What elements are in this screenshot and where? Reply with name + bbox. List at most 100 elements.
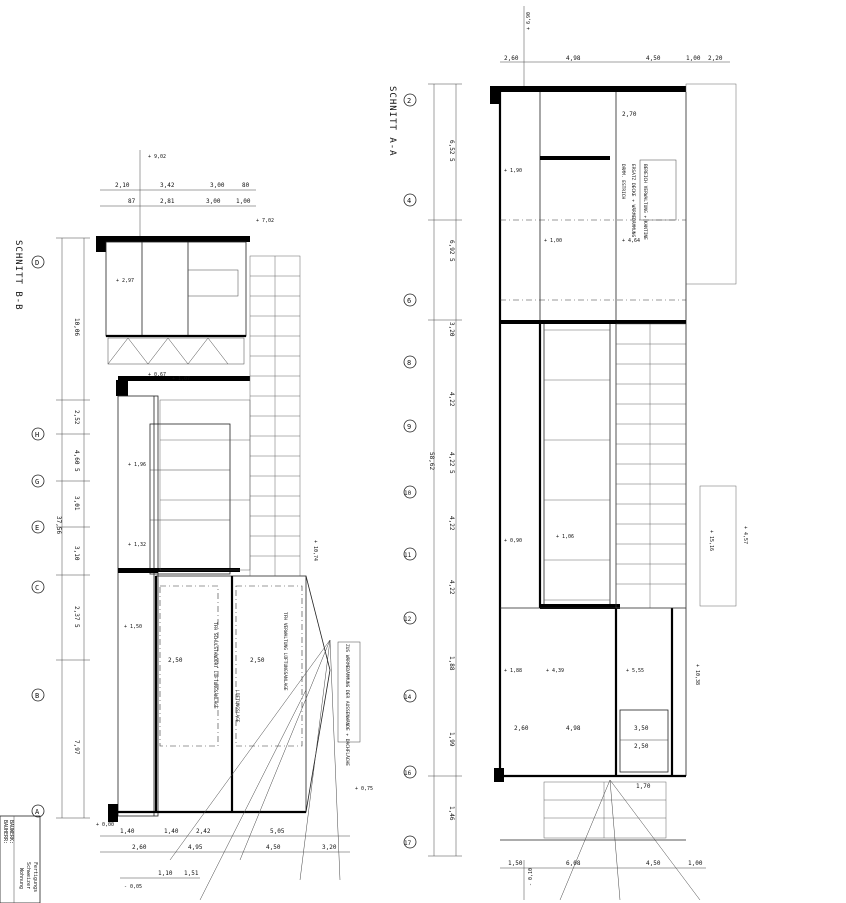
- axis-label: G: [35, 478, 39, 486]
- level-text: + 1,00: [544, 238, 562, 244]
- dimension-text: 2,50: [634, 743, 649, 750]
- axis-label: A: [35, 808, 40, 816]
- dimension-text: 3,20: [448, 322, 455, 337]
- dimension-text: 1,46: [448, 806, 455, 821]
- dimension-text: 1,99: [448, 732, 455, 747]
- dimension-text: 7,97: [73, 740, 80, 755]
- dimension-text: 4,22: [448, 580, 455, 595]
- dimension-text: 1,00: [686, 55, 701, 62]
- dimension-text: 3,00: [210, 182, 225, 189]
- building-section-b-b: + 0,67 + 1,07 + 2,97 + 1,96 + 1,32 2,50 …: [96, 236, 373, 901]
- dimension-text: 4,50: [646, 860, 661, 867]
- level-text: + 0,00: [96, 822, 114, 828]
- dimension-text: 1,40: [120, 828, 135, 835]
- dimension-text: 80: [242, 182, 250, 189]
- dimension-text: 2,42: [196, 828, 211, 835]
- section-a-a-title: SCHNITT A-A: [387, 86, 397, 157]
- dimension-text: 2,81: [160, 198, 175, 205]
- dimension-text: 1,88: [448, 656, 455, 671]
- level-text: + 9,02: [148, 154, 166, 160]
- axis-label: D: [35, 259, 39, 267]
- level-text: + 1,88: [504, 668, 522, 674]
- axis-label: 14: [404, 694, 412, 701]
- dimension-text: 2,70: [622, 111, 637, 118]
- annotation-note: ERSATZ DECKE + WÄRMEDÄMMUNG: [630, 164, 637, 237]
- dimension-text: 87: [128, 198, 136, 205]
- title-block-label: BAUWERK:: [8, 820, 14, 844]
- dimension-text: 2,50: [250, 657, 265, 664]
- dimension-text: 6,92 5: [448, 240, 455, 262]
- annotation-note: DÄMM. ESTRICH: [620, 164, 627, 200]
- level-text: - 0,05: [124, 884, 142, 890]
- section-b-b: SCHNITT B-B D H G E C B A 10,06 2,52 4,6…: [13, 150, 373, 901]
- facade-grid-a-a: [543, 83, 737, 839]
- bottom-dimensions-a-a: 1,50 6,08 4,50 1,00: [500, 860, 706, 869]
- dimension-text: 4,22 5: [448, 452, 455, 474]
- level-text: + 10,74: [312, 540, 318, 561]
- axis-label: 2: [407, 97, 411, 105]
- dimension-text: 58,62: [428, 452, 435, 470]
- title-block-value: Fertigungs: [32, 862, 38, 892]
- axis-markers-b-b: D H G E C B A: [31, 255, 45, 818]
- dimension-text: 2,20: [708, 55, 723, 62]
- dimension-text: 4,50: [266, 844, 281, 851]
- vertical-dimension-chain-a-a: 6,52 5 6,92 5 3,20 4,22 4,22 5 4,22 4,22…: [428, 83, 462, 857]
- axis-label: B: [35, 692, 39, 700]
- dimension-text: 10,06: [73, 318, 80, 336]
- level-text: + 0,67: [148, 372, 166, 378]
- dimension-text: 2,52: [73, 410, 80, 425]
- annotation-note: TFH SCHULSTANDORT LÜFTUNGSANLAGE: [212, 622, 219, 709]
- dimension-text: 1,00: [236, 198, 251, 205]
- section-b-b-title: SCHNITT B-B: [13, 240, 23, 311]
- annotation-note: ZUS WÄRMEDÄMMUNG DER AUSSENWÄNDE + DACHF…: [344, 644, 351, 766]
- level-text: + 4,57: [742, 526, 748, 544]
- dimension-text: 1,00: [688, 860, 703, 867]
- level-text: + 10,38: [694, 664, 700, 685]
- dimension-text: 4,22: [448, 516, 455, 531]
- axis-label: E: [35, 524, 39, 532]
- dimension-text: 2,10: [115, 182, 130, 189]
- dimension-text: 4,95: [188, 844, 203, 851]
- level-text: + 2,97: [116, 278, 134, 284]
- axis-markers-a-a: 2 4 6 8 9 10 11 12 14 16 17: [403, 93, 417, 849]
- section-a-a: SCHNITT A-A 2 4 6 8 9 10 11 12 14 16 17 …: [387, 6, 748, 901]
- level-text: + 0,75: [355, 786, 373, 792]
- axis-label: 8: [407, 359, 411, 367]
- dimension-text: 4,60 5: [73, 450, 80, 472]
- dimension-text: 3,20: [322, 844, 337, 851]
- annotation-note: BEREICH VERWALTUNG + KANTINE: [642, 164, 648, 240]
- annotation-note: TFH VERWALTUNG LÜFTUNGSANLAGE: [282, 612, 289, 691]
- level-text: + 1,96: [128, 462, 146, 468]
- level-text: + 1,90: [504, 168, 522, 174]
- dimension-text: 2,50: [168, 657, 183, 664]
- dimension-text: 1,70: [636, 783, 651, 790]
- level-text: - 0,10: [528, 868, 534, 886]
- axis-label: 9: [407, 423, 411, 431]
- axis-label: 11: [404, 552, 412, 559]
- level-text: + 4,64: [622, 238, 640, 244]
- dimension-text: 3,50: [634, 725, 649, 732]
- dimension-text: 2,37 5: [73, 606, 80, 628]
- title-block-value: Schweizer: [25, 862, 31, 889]
- title-block-label: BAUHERR:: [2, 820, 8, 844]
- annotation-note: LÜFTUNGSLAGE: [234, 690, 241, 723]
- dimension-text: 6,08: [566, 860, 581, 867]
- dimension-text: 2,60: [504, 55, 519, 62]
- title-block-value: Wohnung: [18, 868, 24, 889]
- level-text: + 1,50: [124, 624, 142, 630]
- top-dimensions-a-a: 2,60 4,98 4,50 1,00 2,20 + 6,90: [500, 6, 730, 90]
- facade-grid-b-b: [159, 255, 301, 577]
- axis-label: C: [35, 584, 39, 592]
- axis-label: 6: [407, 297, 411, 305]
- dimension-text: 2,60: [132, 844, 147, 851]
- axis-label: 10: [404, 490, 412, 497]
- title-block: BAUHERR: BAUWERK: Wohnung Schweizer Fert…: [0, 815, 41, 903]
- level-text: + 1,06: [556, 534, 574, 540]
- top-dimensions-b-b: 2,10 3,42 3,00 80 87 2,81 3,00 1,00 + 9,…: [100, 150, 274, 240]
- dimension-text: 4,22: [448, 392, 455, 407]
- dimension-text: 3,00: [206, 198, 221, 205]
- level-text: + 1,32: [128, 542, 146, 548]
- level-text: + 1,07: [172, 376, 190, 382]
- level-text: + 0,90: [504, 538, 522, 544]
